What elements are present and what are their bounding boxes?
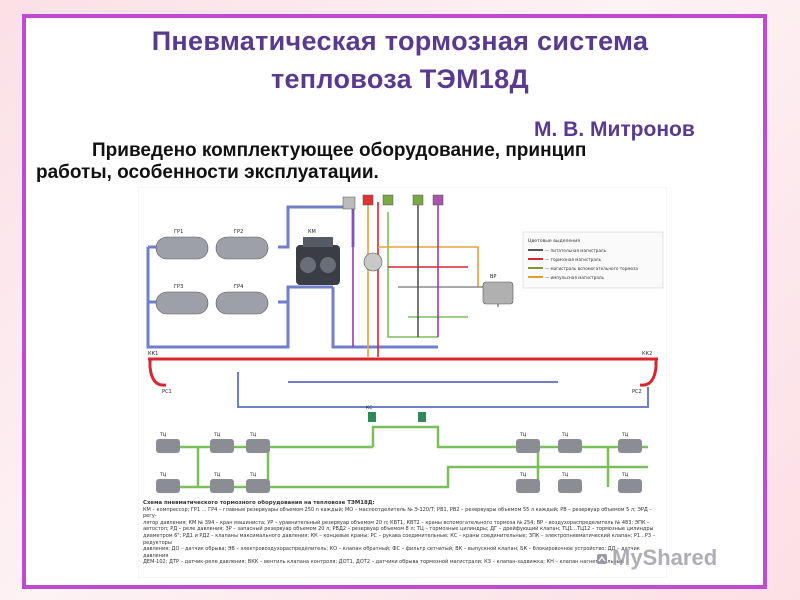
label-gr4: ГР4 [234, 284, 243, 290]
label-vr: ВР [490, 274, 496, 280]
pneumatic-scheme: ГР1 ГР2 ГР3 ГР4 КМ [137, 186, 668, 579]
svg-text:ТЦ: ТЦ [249, 432, 257, 438]
label-km: КМ [308, 229, 316, 235]
caption-line: КМ – компрессор; ГР1 ... ГР4 – главные р… [143, 506, 652, 520]
brake-line [148, 357, 658, 387]
svg-text:ТЦ: ТЦ [249, 472, 257, 478]
svg-text:ТЦ: ТЦ [561, 472, 569, 478]
legend-item-aux: — магистраль вспомогательного тормоза [545, 266, 638, 271]
brake-system-diagram: ГР1 ГР2 ГР3 ГР4 КМ [137, 186, 668, 579]
caption-line: лятор давления; КМ № 394 – кран машинист… [143, 519, 650, 526]
compressor: КМ [296, 229, 340, 285]
brake-cylinder: ТЦ [246, 432, 270, 453]
caption-line: давления; ДО – датчик обрыва; ЭВ – элект… [143, 546, 640, 559]
svg-text:ТЦ: ТЦ [519, 472, 527, 478]
svg-text:ТЦ: ТЦ [159, 432, 167, 438]
label-kk2: КК2 [642, 351, 652, 357]
reservoir-gr4: ГР4 [215, 284, 269, 315]
brake-cylinder: ТЦ [246, 472, 270, 493]
legend-header: Цветовые выделения [528, 238, 580, 244]
legend-item-impulse: — импульсная магистраль [545, 275, 605, 280]
svg-text:ТЦ: ТЦ [621, 432, 629, 438]
reservoir-gr1: ГР1 [155, 229, 209, 260]
caption-title: Схема пневматического тормозного оборудо… [143, 500, 375, 506]
valves-top [342, 194, 444, 272]
watermark-logo-icon [597, 554, 607, 564]
svg-text:ТЦ: ТЦ [519, 432, 527, 438]
brake-cylinder: ТЦ [516, 432, 540, 453]
aux-brake-lines [158, 425, 648, 489]
title-line-1: Пневматическая тормозная система [151, 26, 649, 56]
svg-text:ТЦ: ТЦ [213, 432, 221, 438]
svg-text:ТЦ: ТЦ [561, 432, 569, 438]
label-rs1: РС1 [162, 389, 172, 395]
brake-cylinder: ТЦ [156, 472, 180, 493]
brake-cylinder: ТЦ [210, 432, 234, 453]
caption-line: ДЕМ-102; ДТР – датчик-реле давления; ВКК… [143, 559, 624, 566]
description-line-1: Приведено комплектующее оборудование, пр… [92, 140, 587, 161]
legend: Цветовые выделения — питательная магистр… [522, 231, 664, 289]
label-ks: КС [366, 405, 372, 411]
svg-text:ТЦ: ТЦ [213, 472, 221, 478]
svg-text:ТЦ: ТЦ [159, 472, 167, 478]
legend-item-feed: — питательная магистраль [545, 248, 607, 253]
svg-text:ТЦ: ТЦ [621, 472, 629, 478]
mid-feed-lines [237, 372, 649, 408]
label-gr1: ГР1 [174, 229, 183, 235]
brake-cylinder: ТЦ [618, 432, 642, 453]
reservoir-gr3: ГР3 [155, 284, 209, 315]
legend-item-brake: — тормозная магистраль [545, 257, 602, 262]
label-kk1: КК1 [148, 351, 158, 357]
label-gr3: ГР3 [174, 284, 183, 290]
brake-cylinder: ТЦ [516, 472, 540, 493]
watermark: MyShared [612, 545, 718, 570]
main-reservoirs: ГР1 ГР2 ГР3 ГР4 [155, 229, 269, 315]
title-line-2: тепловоза ТЭМ18Д [270, 64, 530, 94]
reservoir-gr2: ГР2 [215, 229, 269, 260]
brake-cylinder: ТЦ [558, 472, 582, 493]
description-line-2: работы, особенности эксплуатации. [36, 162, 379, 183]
label-gr2: ГР2 [234, 229, 243, 235]
caption-line: автостоп; РД – реле давления; ЗР – запас… [143, 526, 654, 533]
label-rs2: РС2 [632, 389, 642, 395]
control-lines [352, 202, 499, 357]
caption-line: диаметром 6"; РД1 и РД2 – клапаны максим… [143, 532, 656, 546]
brake-cylinders: ТЦ ТЦ ТЦ ТЦ ТЦ ТЦ ТЦ ТЦ ТЦ ТЦ ТЦ ТЦ [156, 432, 642, 493]
brake-cylinder: ТЦ [618, 472, 642, 493]
author: М. В. Митронов [534, 118, 695, 141]
air-distributor-vr: ВР [482, 274, 514, 305]
brake-cylinder: ТЦ [558, 432, 582, 453]
slide-description: Приведено комплектующее оборудование, пр… [36, 140, 776, 184]
brake-cylinder: ТЦ [210, 472, 234, 493]
diagram-caption: Схема пневматического тормозного оборудо… [143, 500, 663, 574]
brake-cylinder: ТЦ [156, 432, 180, 453]
coupling-valves: КС [366, 405, 426, 422]
slide-title: Пневматическая тормозная система теплово… [0, 22, 800, 98]
